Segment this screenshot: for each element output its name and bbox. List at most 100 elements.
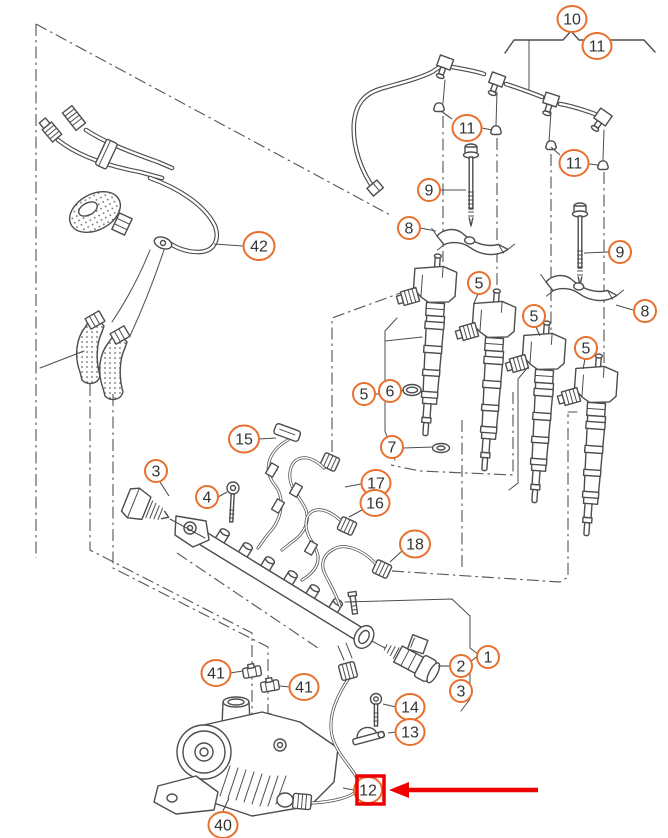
callout-number: 17: [367, 476, 385, 493]
callout-number: 5: [360, 387, 369, 404]
callout-number: 18: [406, 537, 424, 554]
callout-42: [242, 231, 276, 261]
callout-leader: [222, 797, 230, 812]
callout-7: [380, 435, 404, 459]
callout-number: 14: [401, 700, 419, 717]
callout-9: [608, 240, 632, 264]
callout-number: 9: [616, 245, 625, 262]
callout-number: 16: [366, 496, 384, 513]
pressure-regulator-valve: [344, 598, 480, 712]
callout-number: 6: [386, 384, 395, 401]
callout-number: 11: [566, 156, 583, 173]
callout-number: 41: [207, 666, 225, 683]
callout-41: [288, 673, 320, 701]
callout-11: [581, 32, 613, 60]
fuel-pressure-sensor: [120, 487, 170, 521]
callout-18: [399, 529, 431, 559]
callout-4: [195, 485, 219, 509]
clamps-and-bolts: [428, 143, 626, 305]
callout-leader: [588, 163, 599, 166]
callout-number: 12: [359, 783, 377, 800]
callout-leader: [473, 293, 479, 304]
callout-11: [451, 114, 483, 142]
callout-leader: [615, 304, 634, 311]
heat-shield-washer: [431, 442, 451, 454]
callout-5: [522, 304, 546, 328]
highlight-arrow-head: [389, 782, 409, 798]
callout-5: [352, 382, 376, 406]
highlight-box: [355, 774, 386, 806]
callout-number: 5: [582, 341, 591, 358]
high-pressure-pump: [153, 661, 339, 817]
callout-leader: [279, 685, 291, 688]
callout-leader: [583, 251, 609, 254]
callout-40: [207, 811, 239, 838]
callout-leader: [535, 326, 541, 337]
callout-number: 7: [388, 440, 397, 457]
rail-stud: [347, 590, 359, 615]
callout-leader: [344, 483, 362, 488]
callout-leader: [402, 446, 434, 449]
callout-number: 4: [203, 490, 212, 507]
callout-leader-lines: [159, 110, 634, 812]
callout-leader: [342, 787, 355, 791]
callout-number: 5: [475, 276, 484, 293]
callout-number: 1: [484, 650, 493, 667]
callout-number: 8: [405, 221, 414, 238]
callout-leader: [382, 703, 397, 708]
callout-number: 40: [214, 818, 232, 835]
callout-number: 15: [235, 432, 253, 449]
callout-2: [449, 654, 473, 678]
callout-number: 10: [563, 12, 581, 29]
callout-number: 11: [589, 39, 606, 56]
callout-3: [449, 679, 473, 703]
construction-lines: [35, 23, 605, 748]
fuel-rail-assembly: [120, 423, 393, 661]
highlight-annotations: [355, 774, 538, 806]
callout-leader: [348, 509, 363, 518]
o-ring: [402, 383, 422, 397]
callout-number: 13: [401, 725, 419, 742]
fuel-return-line: [351, 30, 656, 197]
high-pressure-pipe-12: [291, 660, 360, 811]
callout-9: [417, 178, 441, 202]
fuel-supply-line-assembly: [38, 104, 219, 401]
callout-3: [144, 459, 168, 483]
callout-leader: [440, 110, 453, 120]
callout-16: [359, 489, 391, 517]
callout-6: [378, 379, 402, 403]
callout-5: [574, 336, 598, 360]
callout-15: [228, 424, 260, 454]
callout-leader: [213, 243, 244, 247]
callout-leader: [159, 481, 170, 497]
callout-leader: [217, 491, 228, 498]
callout-13: [394, 718, 426, 746]
callout-leader: [481, 127, 493, 131]
callout-8: [397, 216, 421, 240]
callout-leader: [229, 670, 244, 674]
callout-number: 5: [530, 309, 539, 326]
pipe-bolt-14: [369, 692, 383, 727]
callout-number: 8: [641, 304, 650, 321]
callout-number: 2: [457, 659, 466, 676]
callout-41: [200, 659, 232, 687]
callout-number: 3: [457, 684, 466, 701]
callout-10: [556, 5, 588, 33]
callout-leader: [419, 227, 437, 232]
pipe-15-bracket: [273, 423, 302, 442]
callout-number: 3: [152, 464, 161, 481]
callout-1: [476, 645, 500, 669]
callout-number: 42: [250, 239, 268, 256]
callout-5: [467, 271, 491, 295]
callout-number: 41: [295, 680, 313, 697]
pipe-clamp-13: [352, 726, 386, 746]
callout-leader: [550, 146, 561, 156]
callout-leader: [258, 437, 277, 440]
callout-number: 11: [459, 121, 476, 138]
callout-leader: [389, 549, 404, 563]
callout-leader: [582, 358, 586, 370]
rail-bolt: [226, 481, 240, 523]
